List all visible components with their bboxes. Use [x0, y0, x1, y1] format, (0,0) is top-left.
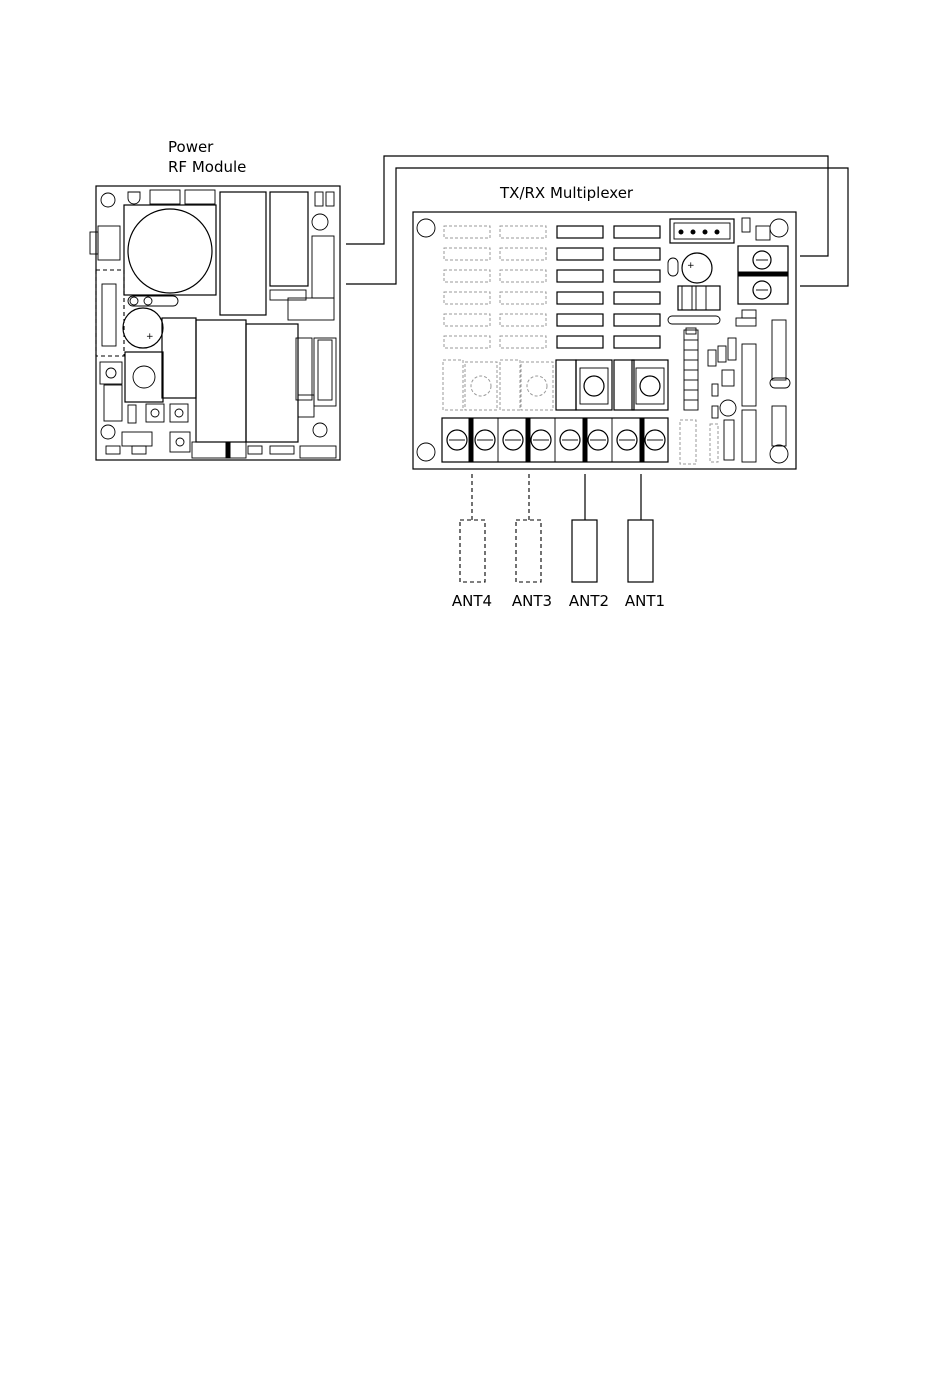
antenna-label: ANT1 [625, 592, 665, 610]
antennas: ANT4 ANT3 ANT2 ANT1 [452, 474, 665, 610]
power-module-title-line2: RF Module [168, 158, 246, 176]
multiplexer-title: TX/RX Multiplexer [499, 184, 634, 202]
antenna-ant4: ANT4 [452, 474, 492, 610]
antenna-ant3: ANT3 [512, 474, 552, 610]
power-module-title-line1: Power [168, 138, 214, 156]
antenna-label: ANT2 [569, 592, 609, 610]
rf-input-terminal [738, 246, 788, 304]
svg-text:+: + [146, 332, 154, 342]
tx-rx-multiplexer: TX/RX Multiplexer [413, 184, 796, 469]
unpopulated-relays [444, 226, 546, 348]
antenna-label: ANT3 [512, 592, 552, 610]
antenna-ant2: ANT2 [569, 474, 609, 610]
antenna-terminal-strip [442, 418, 668, 462]
power-rf-module: Power RF Module + [90, 138, 340, 460]
populated-relays [557, 226, 660, 348]
svg-text:+: + [687, 261, 695, 271]
antenna-label: ANT4 [452, 592, 492, 610]
antenna-ant1: ANT1 [625, 474, 665, 610]
power-module-board [96, 186, 340, 460]
